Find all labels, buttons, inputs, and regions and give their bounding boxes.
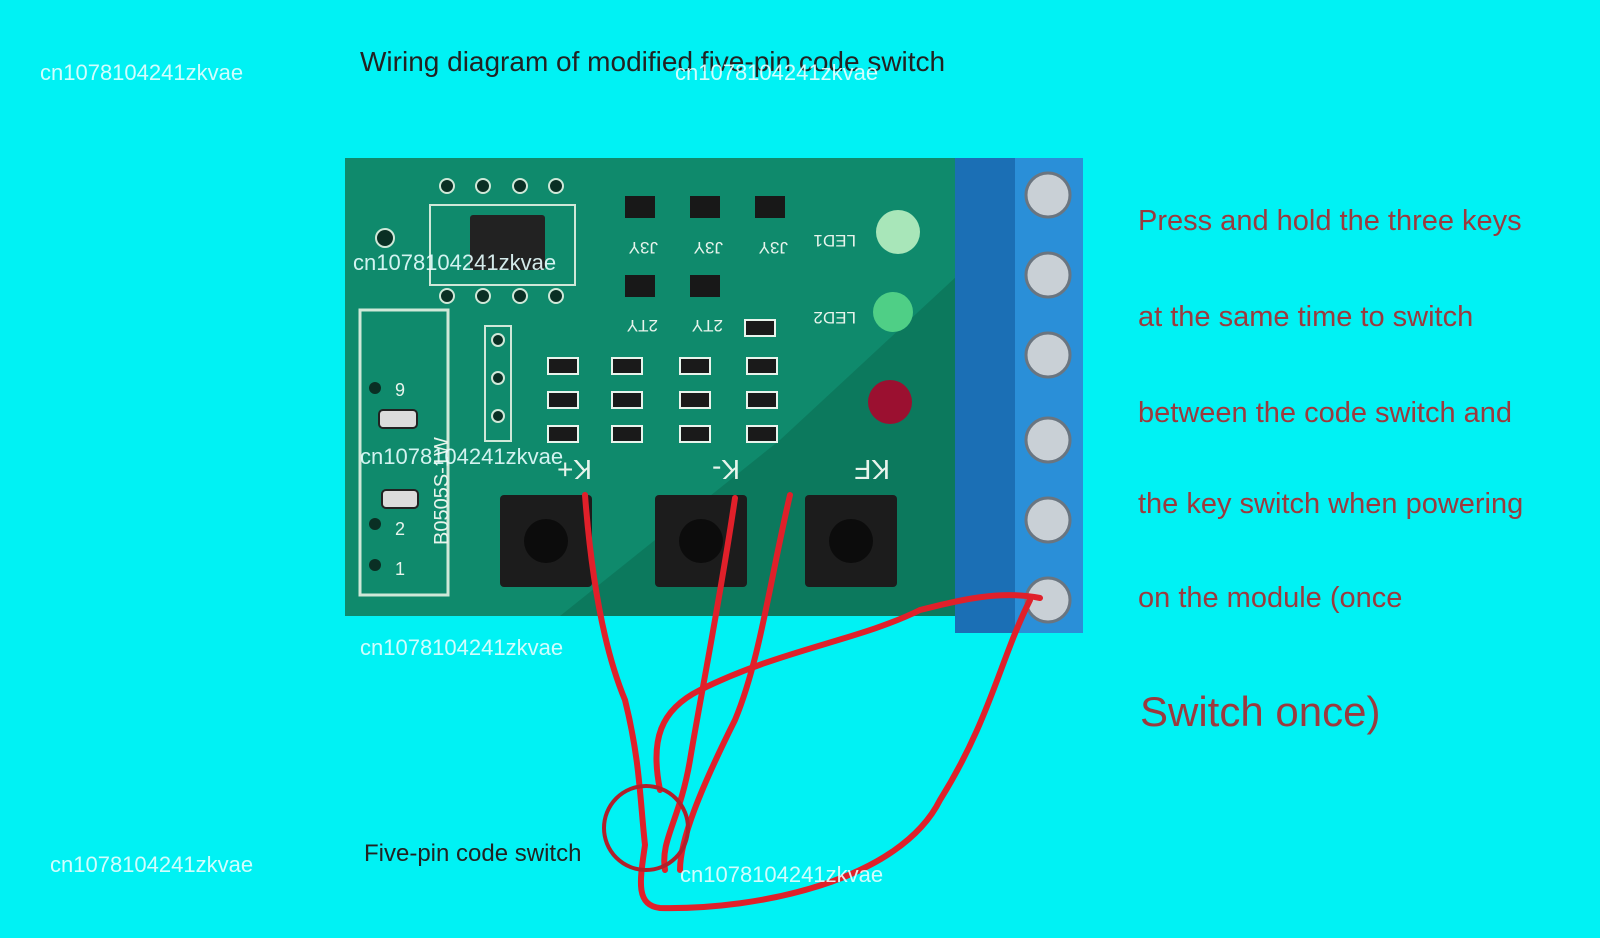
instruction-line: on the module (once	[1138, 582, 1403, 614]
led-label: LED1	[813, 231, 856, 250]
diagram-title: Wiring diagram of modified five-pin code…	[360, 46, 946, 77]
pin-number: 9	[395, 380, 405, 400]
pin-number: 2	[395, 519, 405, 539]
resistor-grid	[547, 319, 778, 443]
pcb-holes-top	[375, 178, 564, 304]
module-pads	[378, 409, 419, 509]
instruction-line: at the same time to switch	[1138, 301, 1474, 333]
watermark: cn1078104241zkvae	[353, 250, 557, 275]
ic-label: J3Y	[629, 238, 658, 257]
instruction-line: the key switch when powering	[1138, 488, 1524, 520]
five-pin-switch-marker	[602, 784, 690, 872]
led-green-1	[876, 210, 920, 254]
ic-label: J3Y	[694, 238, 723, 257]
sot-components	[625, 196, 785, 297]
instruction-final-line: Switch once)	[1140, 688, 1381, 735]
header-pins	[484, 325, 512, 442]
pin-number: 1	[395, 559, 405, 579]
button-label: K+	[557, 454, 592, 485]
watermark: cn1078104241zkvae	[675, 60, 879, 85]
led-red	[868, 380, 912, 424]
button-label: KF	[854, 454, 890, 485]
ic-label: 2TY	[627, 316, 658, 335]
watermark: cn1078104241zkvae	[360, 635, 564, 660]
watermark: cn1078104241zkvae	[680, 862, 884, 887]
module-label: B0505S-1W	[431, 437, 453, 545]
ic-label: J3Y	[759, 238, 788, 257]
five-pin-switch-label: Five-pin code switch	[364, 840, 582, 867]
led-label: LED2	[813, 308, 856, 327]
watermark: cn1078104241zkvae	[50, 852, 254, 877]
led-green-2	[873, 292, 913, 332]
tactile-buttons	[500, 495, 897, 587]
instruction-line: between the code switch and	[1138, 397, 1513, 429]
watermark: cn1078104241zkvae	[40, 60, 244, 85]
ic-chip	[470, 215, 545, 270]
button-label: K-	[712, 454, 740, 485]
terminal-screws	[1024, 171, 1072, 624]
instruction-line: Press and hold the three keys	[1138, 205, 1522, 237]
ic-label: 2TY	[692, 316, 723, 335]
watermark: cn1078104241zkvae	[360, 444, 564, 469]
